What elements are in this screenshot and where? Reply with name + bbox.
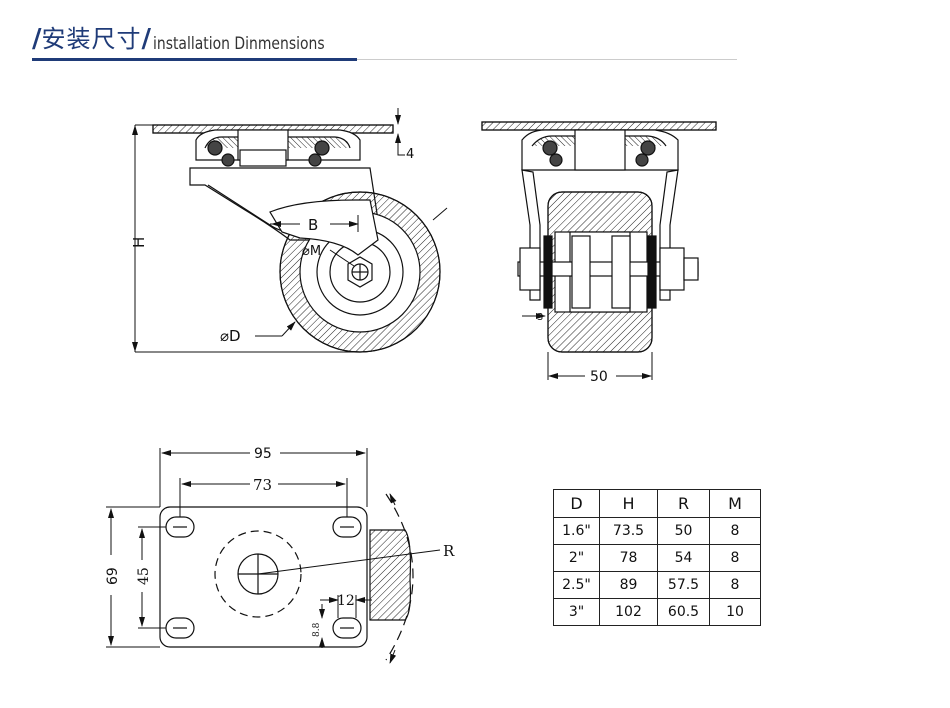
wheel-offset — [369, 529, 412, 621]
plan-view — [106, 448, 441, 664]
dim-73-label: 73 — [253, 476, 272, 494]
title-slash-2: / — [141, 24, 152, 54]
table-header-row: D H R M — [553, 489, 761, 518]
table-header: H — [599, 489, 658, 518]
bolt-hole — [332, 617, 362, 639]
page-header: / 安装尺寸 / installation Dinmensions — [32, 20, 362, 54]
ball-bearing — [221, 153, 235, 167]
table-cell: 2" — [553, 544, 600, 572]
table-cell: 3" — [553, 598, 600, 626]
table-cell: 2.5" — [553, 571, 600, 599]
dim-4-label: 4 — [406, 147, 414, 162]
title-slash: / — [32, 24, 42, 54]
table-cell: 57.5 — [657, 571, 710, 599]
mounting-plate — [159, 506, 368, 648]
dim-3-label: 3 — [537, 312, 543, 323]
table-row: 3" 102 60.5 10 — [553, 598, 761, 626]
header-divider — [357, 59, 737, 60]
axle-nut-left — [519, 247, 541, 291]
table-header: R — [657, 489, 710, 518]
dim-69-label: 69 — [105, 567, 121, 585]
table-cell: 50 — [657, 517, 710, 545]
dim-r-label: R — [443, 542, 455, 560]
table-cell: 102 — [599, 598, 658, 626]
table-cell: 10 — [709, 598, 761, 626]
axle-nut-right — [659, 247, 685, 291]
dim-95-label: 95 — [254, 446, 272, 462]
table-cell: 1.6" — [553, 517, 600, 545]
front-view — [481, 121, 717, 380]
dim-50-label: 50 — [590, 369, 608, 385]
swivel-circle — [214, 530, 302, 618]
table-cell: 8 — [709, 544, 761, 572]
table-header: D — [553, 489, 600, 518]
table-cell: 8 — [709, 571, 761, 599]
front-top-plate — [481, 121, 717, 131]
dim-8-8-label: 8.8 — [312, 622, 322, 637]
page-title-cn: 安装尺寸 — [41, 25, 142, 53]
table-cell: 8 — [709, 517, 761, 545]
table-cell: 78 — [599, 544, 658, 572]
table-row: 2.5" 89 57.5 8 — [553, 571, 761, 599]
table-cell: 60.5 — [657, 598, 710, 626]
table-cell: 73.5 — [599, 517, 658, 545]
ball-bearing — [314, 140, 330, 156]
table-cell: 89 — [599, 571, 658, 599]
header-underline — [32, 58, 357, 61]
dim-b-label: B — [308, 216, 318, 234]
dim-m-label: ⌀M — [302, 244, 321, 259]
table-header: M — [709, 489, 761, 518]
page-title-en: installation Dinmensions — [153, 34, 325, 54]
swivel-radius-arc — [385, 493, 414, 661]
dim-12-label: 12 — [337, 593, 355, 609]
ball-bearing — [207, 140, 223, 156]
table-row: 2" 78 54 8 — [553, 544, 761, 572]
side-view — [132, 108, 448, 353]
ball-bearing — [308, 153, 322, 167]
dim-h-label: H — [130, 237, 148, 248]
spec-table: D H R M 1.6" 73.5 50 8 2" 78 54 8 2.5" 8… — [553, 489, 761, 626]
dim-d-label: ⌀D — [220, 327, 241, 345]
table-cell: 54 — [657, 544, 710, 572]
dim-45-label: 45 — [136, 567, 152, 585]
table-row: 1.6" 73.5 50 8 — [553, 517, 761, 545]
